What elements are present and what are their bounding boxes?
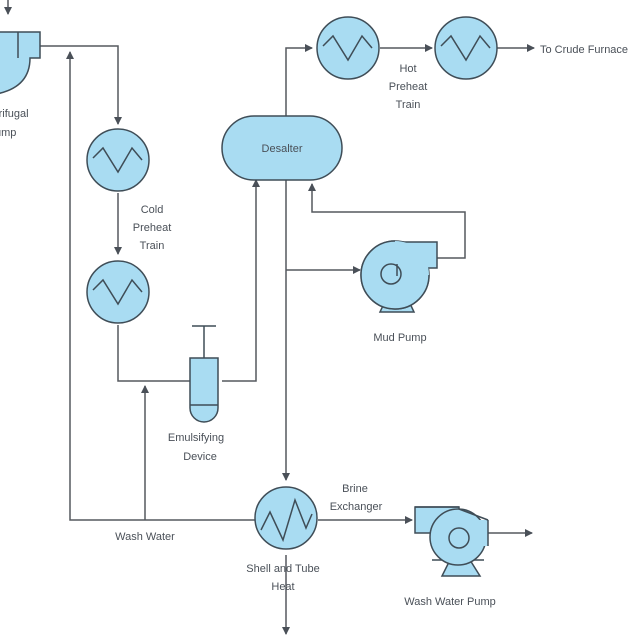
pipe-mud-recycle (308, 183, 466, 259)
label-desalter: Desalter (262, 143, 303, 155)
label-cold-preheat-1: Cold (141, 204, 164, 216)
labels: Centrifugal Pump Desalter Hot Preheat Tr… (0, 44, 628, 608)
label-cold-preheat-2: Preheat (133, 222, 172, 234)
label-cold-preheat-3: Train (140, 240, 165, 252)
label-brine-exchanger-2: Exchanger (330, 501, 383, 513)
hot-preheat-exchanger-2 (434, 16, 498, 80)
label-hot-preheat-3: Train (396, 99, 421, 111)
hot-preheat-exchanger-1 (316, 16, 380, 80)
pipe-wash-water-return (66, 51, 256, 521)
label-shell-tube-1: Shell and Tube (246, 563, 319, 575)
label-emulsifying-2: Device (183, 451, 217, 463)
label-mud-pump: Mud Pump (373, 332, 426, 344)
shell-and-tube-exchanger (254, 486, 318, 550)
cold-preheat-exchanger-2 (86, 260, 150, 324)
label-centrifugal-pump-2: Pump (0, 127, 16, 139)
centrifugal-pump (0, 31, 41, 94)
label-brine-exchanger-1: Brine (342, 483, 368, 495)
pipe-cold-to-emulsifier (117, 325, 190, 382)
pipe-desalter-to-hot-preheat (285, 44, 313, 116)
label-shell-tube-2: Heat (271, 581, 294, 593)
mud-pump (360, 240, 438, 313)
label-emulsifying-1: Emulsifying (168, 432, 224, 444)
label-wash-water: Wash Water (115, 531, 175, 543)
label-centrifugal-pump-1: Centrifugal (0, 108, 29, 120)
pipe-emulsifier-to-desalter (222, 179, 260, 382)
desalter-vessel (221, 115, 343, 181)
wash-water-pump (414, 506, 489, 577)
cold-preheat-exchanger-1 (86, 128, 150, 192)
label-hot-preheat-2: Preheat (389, 81, 428, 93)
pipe-pump-to-cold-preheat (40, 45, 122, 125)
piping (4, 0, 535, 635)
label-to-crude-furnace: To Crude Furnace (540, 44, 628, 56)
label-hot-preheat-1: Hot (399, 63, 416, 75)
label-wash-water-pump: Wash Water Pump (404, 596, 496, 608)
emulsifying-device (189, 325, 219, 423)
